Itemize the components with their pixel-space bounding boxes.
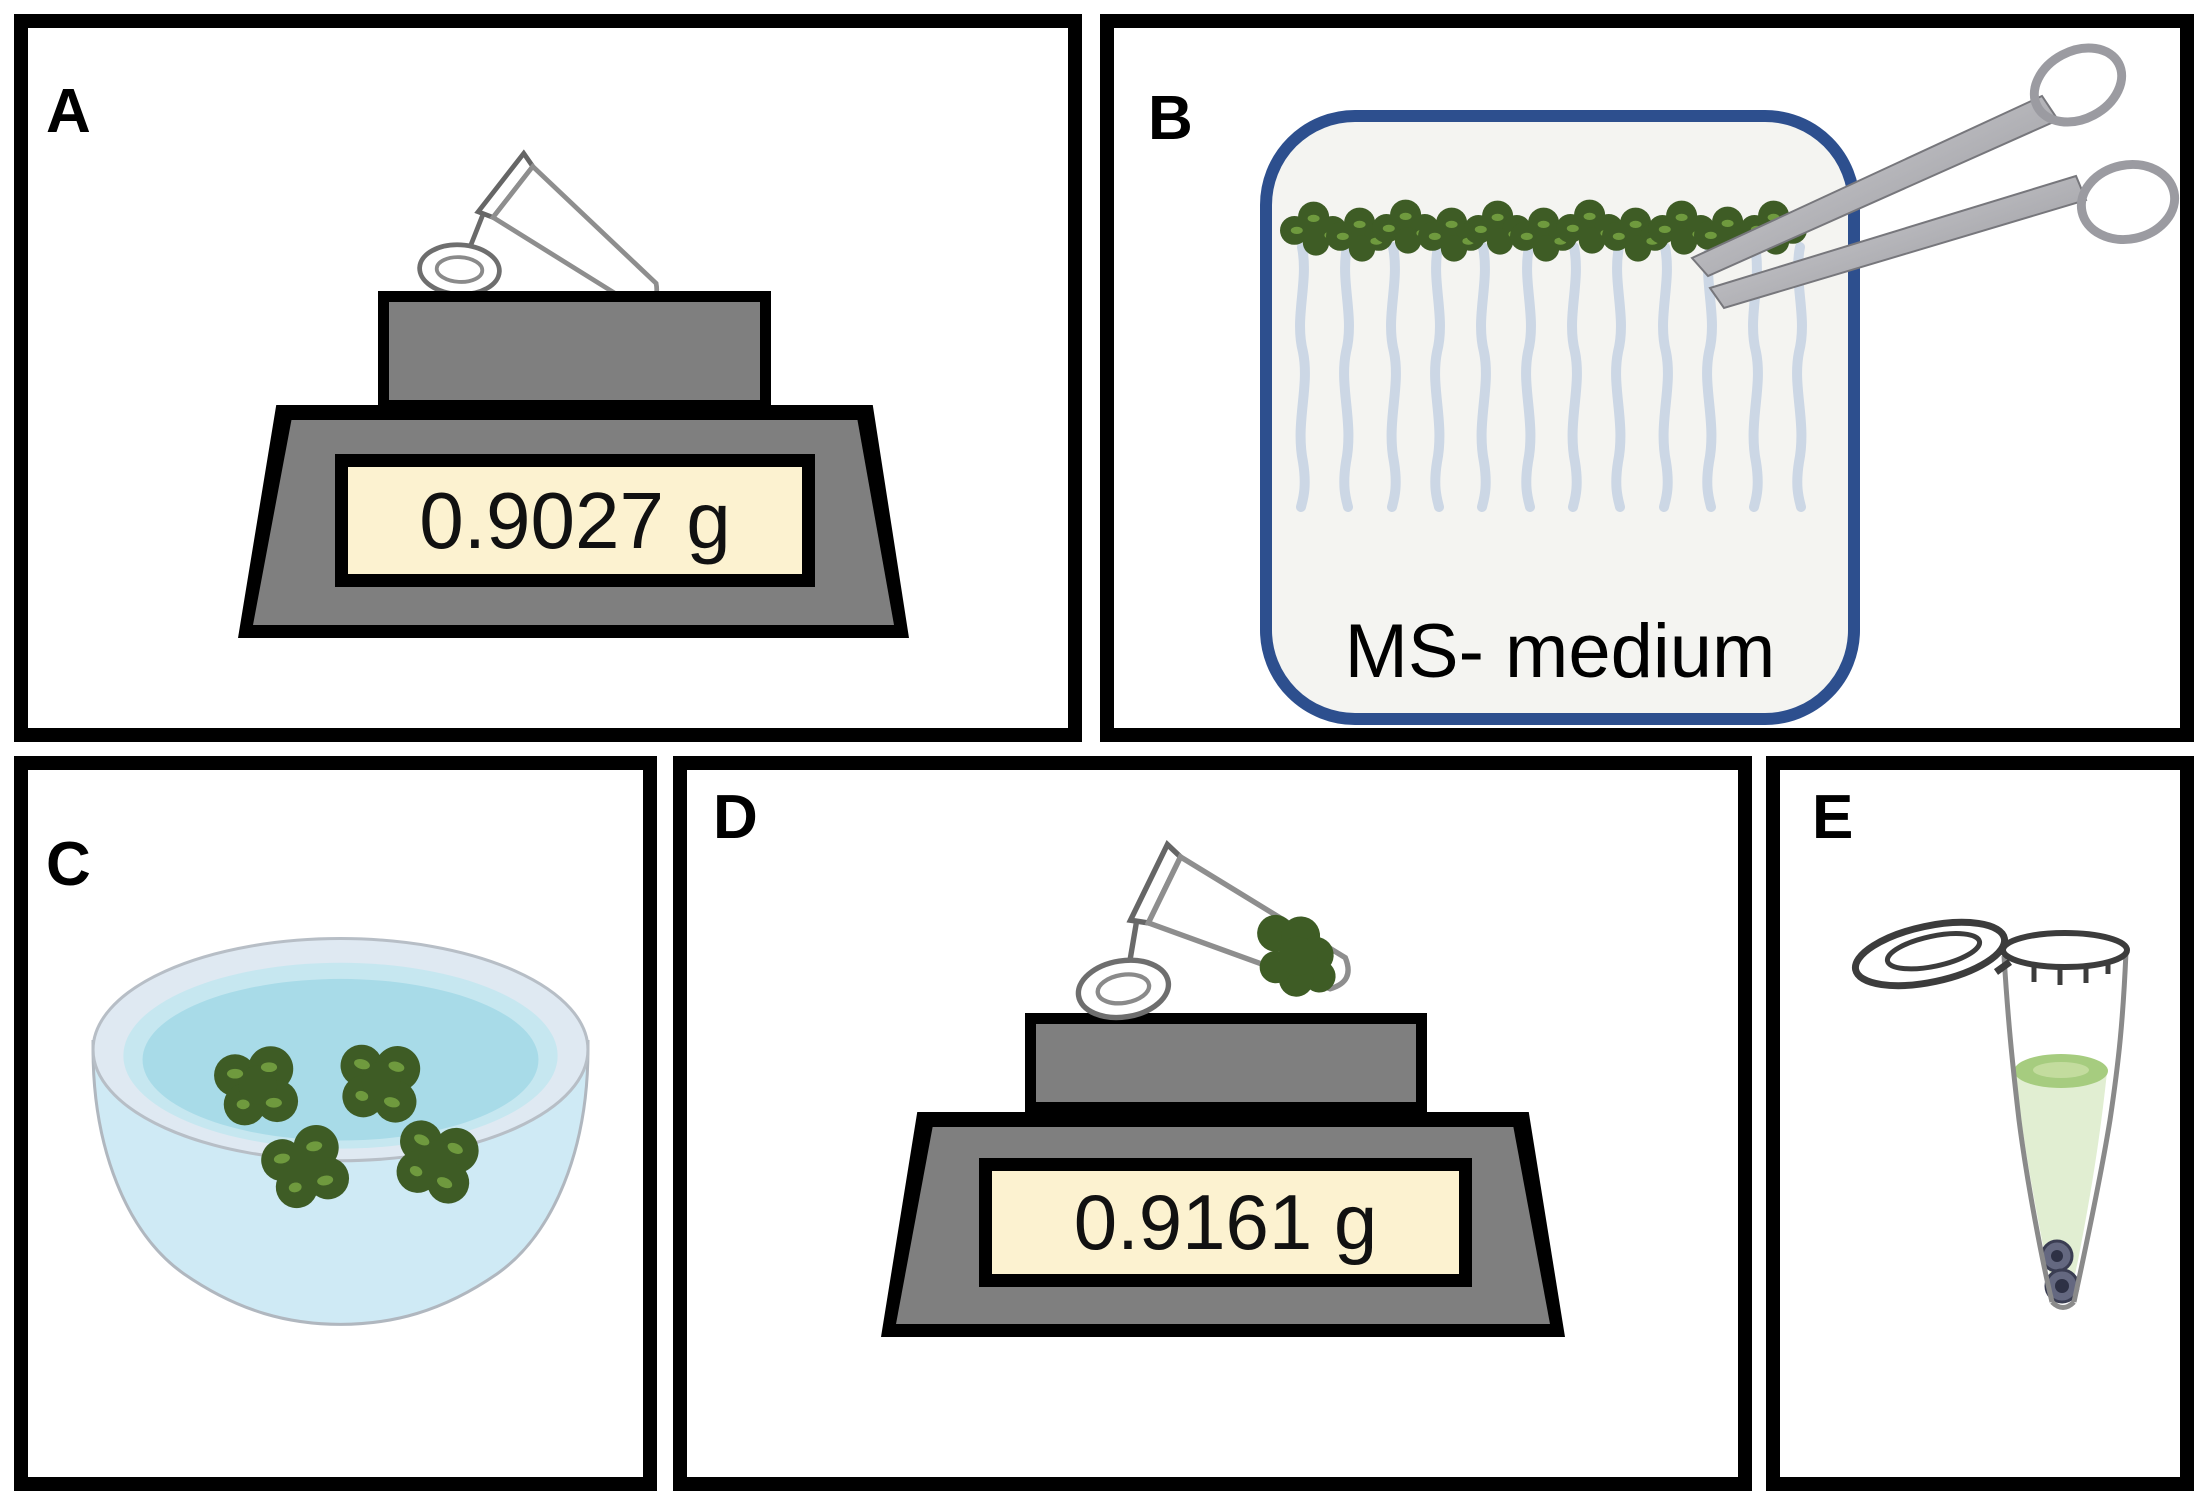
petri-dish-icon — [91, 937, 590, 1326]
balance-display: 0.9027 g — [335, 454, 815, 587]
duckweed-cluster — [1257, 914, 1336, 997]
panel-e-label: E — [1812, 783, 1854, 852]
panel-a: A 0.9027 g — [14, 14, 1082, 742]
tube-liquid — [2015, 1072, 2107, 1304]
balance-display: 0.9161 g — [979, 1158, 1472, 1287]
balance-platform — [378, 291, 771, 411]
panel-c: C — [14, 756, 657, 1491]
balance-platform — [1025, 1013, 1427, 1113]
rim-serrations — [2031, 960, 2111, 985]
panel-a-label: A — [46, 77, 91, 146]
dish-liquid — [142, 978, 539, 1141]
panel-c-label: C — [46, 830, 91, 899]
extract-tube-icon — [1851, 918, 2130, 1310]
balance-reading: 0.9161 g — [1073, 1178, 1378, 1266]
open-cap — [1851, 918, 2009, 990]
panel-d: D 0.9161 g — [673, 756, 1752, 1491]
panel-b: B — [1100, 14, 2194, 742]
tube-walls — [2001, 951, 2129, 1310]
microtube-with-duckweed-icon — [1057, 810, 1417, 1110]
panel-d-label: D — [713, 783, 758, 852]
panel-b-label: B — [1148, 84, 1193, 153]
ms-medium-vessel: MS- medium — [1260, 110, 1860, 725]
cap-hinge — [1993, 959, 2013, 975]
ms-medium-label: MS- medium — [1344, 609, 1776, 694]
balance-reading: 0.9027 g — [419, 475, 731, 565]
panel-e: E — [1766, 756, 2194, 1491]
scissors-icon — [1690, 43, 2180, 310]
